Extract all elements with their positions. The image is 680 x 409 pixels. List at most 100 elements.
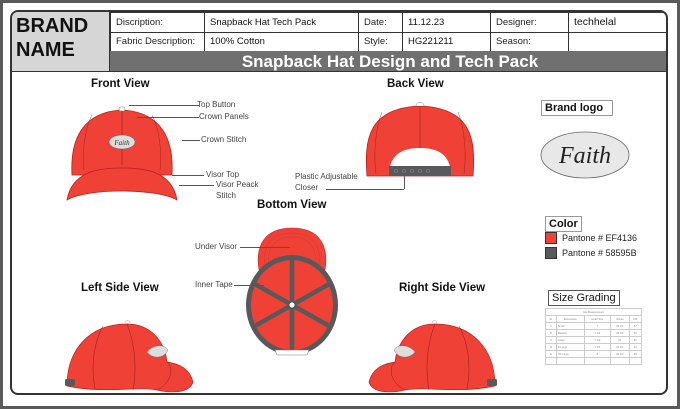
cell: 65 <box>628 350 643 358</box>
callout-inner-tape: Inner Tape <box>195 280 233 289</box>
visor-top-leader <box>172 175 204 176</box>
cell: B <box>545 329 557 337</box>
callout-crown-panels: Crown Panels <box>199 112 249 121</box>
left-side-view-title: Left Side View <box>81 282 159 294</box>
designer-value: techhelal <box>568 12 666 33</box>
cell: A <box>545 322 557 330</box>
size-table-header: SL Description Head Size Inches CM <box>545 315 643 323</box>
season-label: Season: <box>490 31 569 52</box>
right-side-view-title: Right Side View <box>399 282 486 294</box>
cell: Medium <box>555 329 585 337</box>
style-value: HG221211 <box>402 31 491 52</box>
table-row: C Large 7 1/2 24 61 <box>545 336 643 344</box>
header-row-2: Fabric Description: 100% Cotton Style: H… <box>110 31 666 52</box>
crown-panels-leader <box>137 117 199 118</box>
cell: X-Large <box>555 343 585 351</box>
header-info-table: Discription: Snapback Hat Tech Pack Date… <box>110 12 666 52</box>
page-title-banner: Snapback Hat Design and Tech Pack <box>110 51 666 72</box>
brand-logo-faith: Faith <box>540 131 630 179</box>
visor-stitch-leader <box>179 185 214 186</box>
swatch-red-label: Pantone # EF4136 <box>562 233 638 243</box>
front-view-title: Front View <box>91 78 150 90</box>
table-row: E XX-Large 8 25 1/2 65 <box>545 350 643 358</box>
left-side-view-hat-illustration <box>65 320 194 393</box>
description-value: Snapback Hat Tech Pack <box>204 12 359 33</box>
tech-pack-sheet: BRAND NAME Discription: Snapback Hat Tec… <box>10 10 668 395</box>
table-row-empty <box>545 357 643 365</box>
date-value: 11.12.23 <box>402 12 491 33</box>
callout-stitch: Stitch <box>216 191 237 200</box>
designer-label: Designer: <box>490 12 569 33</box>
crown-stitch-leader <box>182 140 200 141</box>
closer-leader-h <box>326 189 404 190</box>
cell: 57 <box>628 322 643 330</box>
cell: 23 1/4 <box>609 329 630 337</box>
season-value <box>568 31 666 52</box>
svg-text:Faith: Faith <box>113 139 130 147</box>
cell: 25 1/2 <box>609 350 630 358</box>
date-label: Date: <box>358 12 403 33</box>
back-view-title: Back View <box>387 78 444 90</box>
cell: XX-Large <box>555 350 585 358</box>
callout-visor-peack: Visor Peack <box>216 180 259 189</box>
col-inches: Inches <box>609 315 630 323</box>
color-swatch-row-1: Pantone # EF4136 <box>545 232 637 244</box>
brand-line-1: BRAND <box>16 15 89 37</box>
cell: D <box>545 343 557 351</box>
color-label: Color <box>545 216 582 232</box>
cell: E <box>545 350 557 358</box>
brand-line-2: NAME <box>16 39 75 61</box>
size-table-title: Hat Measurement <box>545 308 642 316</box>
bottom-view-hat-illustration <box>246 227 338 356</box>
closer-leader-v <box>404 175 405 189</box>
style-label: Style: <box>358 31 403 52</box>
cell: 7 1/2 <box>583 336 611 344</box>
callout-crown-stitch: Crown Stitch <box>201 135 247 144</box>
cell: 63 <box>628 343 643 351</box>
header-row-1: Discription: Snapback Hat Tech Pack Date… <box>110 12 666 33</box>
col-sl: SL <box>545 315 557 323</box>
brand-logo-label: Brand logo <box>541 100 613 116</box>
cell: Large <box>555 336 585 344</box>
bottom-view-title: Bottom View <box>257 199 327 211</box>
cell: Small <box>555 322 585 330</box>
cell: 7 3/4 <box>583 343 611 351</box>
callout-under-visor: Under Visor <box>195 242 238 251</box>
cell: 8 <box>583 350 611 358</box>
col-head-size: Head Size <box>583 315 611 323</box>
size-grading-label: Size Grading <box>548 290 620 306</box>
callout-visor-top: Visor Top <box>206 170 240 179</box>
fabric-description-label: Fabric Description: <box>110 31 205 52</box>
brand-name-block: BRAND NAME <box>12 12 110 72</box>
callout-plastic-adjustable: Plastic Adjustable <box>295 172 358 181</box>
table-row: B Medium 7 1/4 23 1/4 59 <box>545 329 643 337</box>
cell: 7 1/4 <box>583 329 611 337</box>
size-grading-table: Hat Measurement SL Description Head Size… <box>545 308 643 365</box>
col-cm: CM <box>628 315 643 323</box>
cell: 7 <box>583 322 611 330</box>
color-swatch-row-2: Pantone # 58595B <box>545 247 637 259</box>
swatch-gray <box>545 247 557 259</box>
top-button-leader <box>129 105 199 106</box>
fabric-description-value: 100% Cotton <box>204 31 359 52</box>
description-label: Discription: <box>110 12 205 33</box>
right-side-view-hat-illustration <box>368 320 497 393</box>
back-view-hat-illustration <box>365 102 475 177</box>
table-row: D X-Large 7 3/4 24 3/4 63 <box>545 343 643 351</box>
callout-closer: Closer <box>295 183 319 192</box>
table-row: A Small 7 22 1/2 57 <box>545 322 643 330</box>
cell: 24 3/4 <box>609 343 630 351</box>
inner-tape-leader <box>234 285 264 286</box>
swatch-red <box>545 232 557 244</box>
cell: 59 <box>628 329 643 337</box>
cell: 24 <box>609 336 630 344</box>
under-visor-leader <box>240 247 290 248</box>
col-description: Description <box>555 315 585 323</box>
swatch-gray-label: Pantone # 58595B <box>562 248 637 258</box>
svg-text:Faith: Faith <box>558 143 611 169</box>
cell: 22 1/2 <box>609 322 630 330</box>
front-view-hat-illustration: Faith <box>66 106 178 201</box>
callout-top-button: Top Button <box>197 100 236 109</box>
cell: C <box>545 336 557 344</box>
cell: 61 <box>628 336 643 344</box>
